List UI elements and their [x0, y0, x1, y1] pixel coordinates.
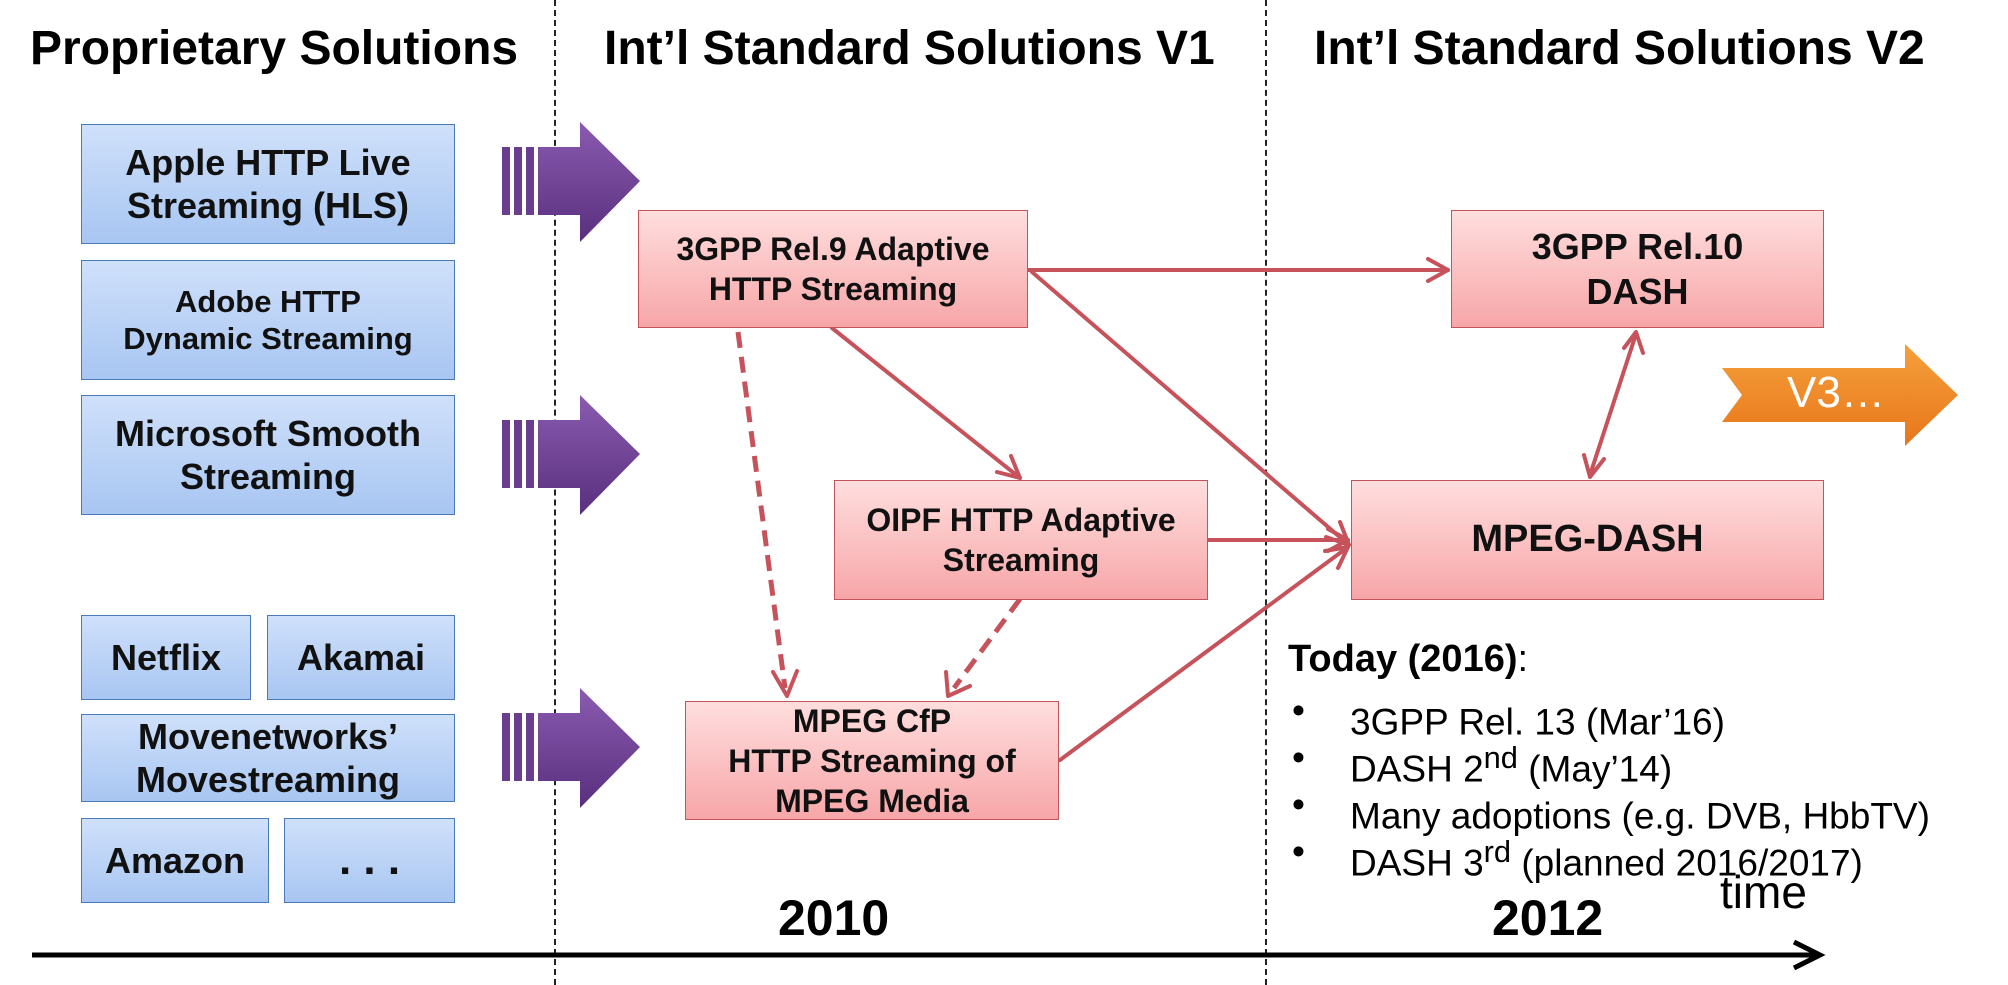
dashed-arrow-gpp9-to-mpeg-cfp [735, 331, 788, 689]
timeline-year-2012: 2012 [1492, 890, 1604, 946]
box-amazon-label: Amazon [104, 839, 245, 881]
box-akamai-label: Akamai [296, 636, 426, 678]
bullet-marker: • [1292, 690, 1305, 731]
column-divider-2 [1265, 0, 1267, 985]
box-3gpp-rel9-label: 3GPP Rel.9 Adaptive HTTP Streaming [676, 231, 990, 307]
purple-arrow-hls [502, 122, 640, 242]
today-item-text: 3GPP Rel. 13 (Mar’16) [1350, 701, 1725, 743]
v3-arrow [1722, 344, 1958, 446]
bullet-marker: • [1292, 784, 1305, 825]
today-item: • DASH 2nd (May’14) [1288, 734, 2008, 789]
box-netflix: Netflix [81, 615, 251, 700]
timeline-year-2010: 2010 [778, 890, 890, 946]
box-mpeg-dash: MPEG-DASH [1351, 480, 1824, 600]
today-heading: Today (2016): [1288, 638, 2008, 681]
box-mpeg-cfp-label: MPEG CfP HTTP Streaming of MPEG Media [728, 702, 1016, 819]
today-heading-text: Today (2016) [1288, 638, 1518, 680]
box-3gpp-rel10: 3GPP Rel.10 DASH [1451, 210, 1824, 328]
today-item: • Many adoptions (e.g. DVB, HbbTV) [1288, 781, 2008, 836]
timeline-axis [32, 939, 1826, 971]
column-title-v1: Int’l Standard Solutions V1 [604, 22, 1215, 75]
column-title-v2: Int’l Standard Solutions V2 [1314, 22, 1925, 75]
column-divider-1 [554, 0, 556, 985]
box-microsoft-smooth-label: Microsoft Smooth Streaming [115, 412, 421, 497]
box-oipf: OIPF HTTP Adaptive Streaming [834, 480, 1208, 600]
purple-arrow-others [502, 688, 640, 808]
box-oipf-label: OIPF HTTP Adaptive Streaming [866, 502, 1176, 578]
box-3gpp-rel9: 3GPP Rel.9 Adaptive HTTP Streaming [638, 210, 1028, 328]
box-apple-hls: Apple HTTP Live Streaming (HLS) [81, 124, 455, 244]
dashed-arrowhead-oipf-to-mpeg-cfp [944, 670, 972, 698]
box-mpeg-cfp: MPEG CfP HTTP Streaming of MPEG Media [685, 701, 1059, 820]
box-amazon: Amazon [81, 818, 269, 903]
today-section: Today (2016): • 3GPP Rel. 13 (Mar’16) • … [1288, 638, 2008, 883]
today-item-text: Many adoptions (e.g. DVB, HbbTV) [1350, 795, 1930, 837]
dashed-arrowhead-gpp9-to-mpeg-cfp [771, 669, 799, 698]
timeline-axis-label: time [1720, 866, 1807, 918]
arrow-oipf-to-mpeg-dash [1206, 527, 1350, 553]
today-item-text: DASH 2nd (May’14) [1350, 740, 1673, 790]
arrow-gpp9-to-oipf [830, 326, 1022, 480]
bullet-marker: • [1292, 831, 1305, 872]
arrow-gpp10-mpeg-dash-bidirectional [1582, 330, 1645, 479]
box-netflix-label: Netflix [110, 636, 222, 678]
box-akamai: Akamai [267, 615, 455, 700]
box-mpeg-dash-label: MPEG-DASH [1471, 518, 1704, 561]
box-more: . . . [284, 818, 455, 903]
box-apple-hls-label: Apple HTTP Live Streaming (HLS) [125, 141, 411, 226]
column-title-proprietary: Proprietary Solutions [30, 22, 519, 75]
v3-label: V3… [1787, 368, 1885, 417]
today-item: • DASH 3rd (planned 2016/2017) [1288, 828, 2008, 883]
dashed-arrow-oipf-to-mpeg-cfp [951, 597, 1023, 690]
purple-arrow-microsoft [502, 395, 640, 515]
box-more-label: . . . [338, 835, 401, 885]
arrow-gpp9-to-gpp10 [1025, 257, 1450, 283]
box-3gpp-rel10-label: 3GPP Rel.10 DASH [1531, 226, 1744, 312]
today-heading-colon: : [1517, 638, 1529, 680]
box-adobe-hds: Adobe HTTP Dynamic Streaming [81, 260, 455, 380]
bullet-marker: • [1292, 737, 1305, 778]
box-adobe-hds-label: Adobe HTTP Dynamic Streaming [123, 283, 413, 356]
arrow-mpeg-cfp-to-mpeg-dash [1058, 545, 1350, 762]
box-microsoft-smooth: Microsoft Smooth Streaming [81, 395, 455, 515]
box-movenetworks: Movenetworks’ Movestreaming [81, 714, 455, 802]
today-item: • 3GPP Rel. 13 (Mar’16) [1288, 687, 2008, 742]
box-movenetworks-label: Movenetworks’ Movestreaming [135, 715, 401, 800]
today-item-text: DASH 3rd (planned 2016/2017) [1350, 834, 1863, 884]
